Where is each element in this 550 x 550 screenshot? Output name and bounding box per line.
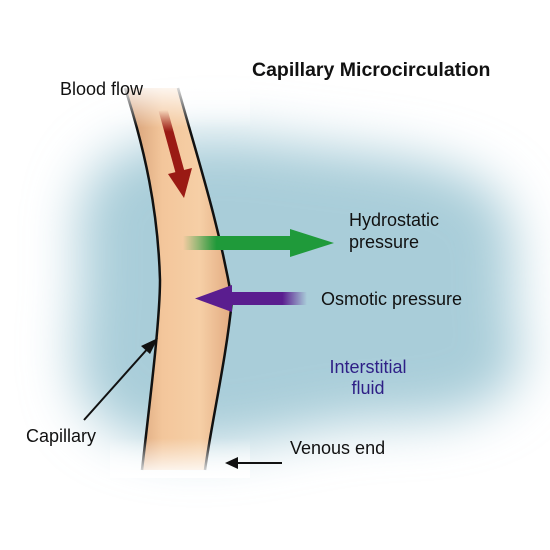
blood-flow-arrow-icon	[158, 108, 192, 198]
diagram-title: Capillary Microcirculation	[252, 59, 490, 81]
osmotic-label: Osmotic pressure	[321, 289, 462, 309]
hydrostatic-label-line2: pressure	[349, 232, 419, 252]
capillary-vessel	[110, 80, 250, 478]
interstitial-fluid-label-line2: fluid	[351, 378, 384, 398]
osmotic-arrow-icon	[195, 285, 307, 312]
venous-end-pointer-arrow-icon	[225, 457, 282, 469]
hydrostatic-label-line1: Hydrostatic	[349, 210, 439, 230]
capillary-label: Capillary	[26, 426, 96, 446]
venous-end-label: Venous end	[290, 438, 385, 458]
blood-flow-label: Blood flow	[60, 79, 144, 99]
capillary-pointer-arrow-icon	[83, 338, 158, 421]
hydrostatic-arrow-icon	[183, 229, 334, 257]
interstitial-fluid-label-line1: Interstitial	[329, 357, 406, 377]
